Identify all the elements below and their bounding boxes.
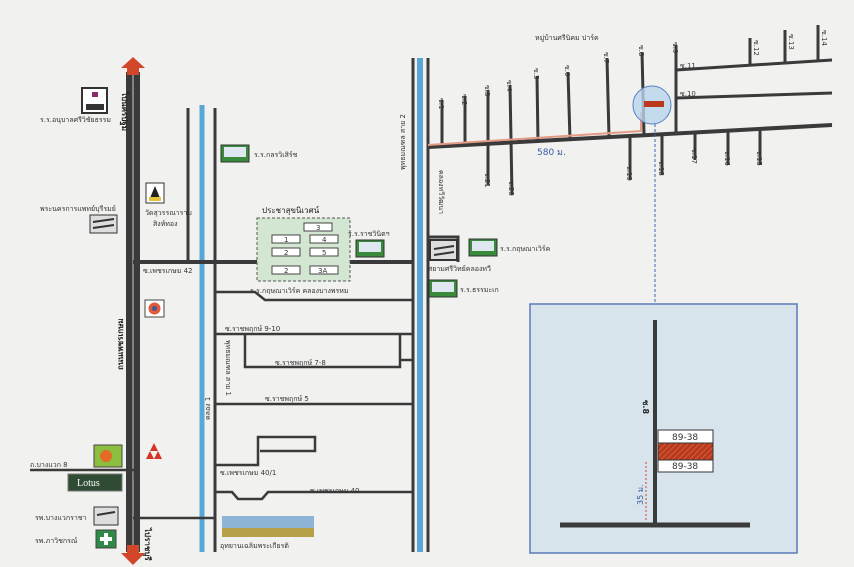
block-number: 3 [316, 224, 320, 232]
soi-label: ซ.4 [505, 80, 513, 92]
soi-11-label: ซ.11 [680, 62, 696, 70]
canal-1-label: คลอง 1 [204, 397, 212, 420]
soi-label: ซ.8 [637, 45, 645, 56]
bank-logo-icon [144, 299, 165, 318]
school-kasem-icon [220, 144, 250, 163]
inset-soi-label: ซ.8 [641, 400, 650, 414]
south-arrow-icon [121, 545, 145, 565]
school-right2-label: ร.ร.ธรรมะเก [460, 286, 499, 294]
bangkok-hospital-label: รพ.บางแวกราชา [35, 514, 87, 522]
south-direction-label: ไปราชบุรี [142, 527, 153, 561]
hospital-right-label: สยามศรีวิทย์คลองทวี [428, 265, 491, 273]
shell-logo-icon [93, 444, 123, 468]
soi-label: ซ.6 [563, 65, 571, 77]
soi-label: ซ.2 [460, 94, 468, 105]
road-school-label: ร.ร.กฤษณาเวิร์ค คลองบางพรหม [250, 287, 348, 295]
soi-label: ซ.19 [625, 165, 633, 181]
soi-label: ซ.9 [671, 42, 679, 53]
canal-2-label: คลองทวีวัฒนา [437, 170, 445, 214]
soi-5-label: ซ.ราชพฤกษ์ 5 [265, 395, 309, 403]
school-right-icon [468, 238, 498, 257]
soi-label: ซ.14 [820, 30, 828, 46]
hospital-building-label: พระนครการแพทย์บุรีรมย์ [40, 205, 116, 213]
soi-label: ซ.7 [602, 52, 610, 63]
soi-label: ซ.1 [437, 98, 445, 109]
soi-label: ซ.5 [532, 68, 540, 79]
school-rajvinit-icon [355, 239, 385, 258]
main-road-label: ถนนเพชรเกษม [116, 318, 125, 370]
block-number: 3A [318, 267, 327, 275]
plot-selected [657, 442, 714, 461]
block-number: 5 [322, 249, 326, 257]
soi-label: ซ.13 [787, 34, 795, 50]
village-name-label: หมู่บ้านศรีนิคม ปาร์ค [535, 34, 599, 42]
temple-label-line2: สิงห์ทอง [153, 220, 178, 228]
inset-detail-map: ซ.8 89-38 89-38 35 ม. [529, 303, 798, 554]
soi-label: ซ.15 [755, 150, 763, 166]
lotus-label: Lotus [77, 478, 100, 489]
soi-label: ซ.16 [723, 150, 731, 166]
soi-label: ซ.17 [690, 148, 698, 164]
temple-icon [145, 182, 165, 204]
clinic-cross-icon [95, 529, 117, 549]
village-complex-label: ประชาสุขนิเวศน์ [262, 205, 320, 215]
mitsubishi-logo-icon [146, 443, 162, 459]
soi-label: ซ.20 [507, 180, 515, 196]
soi-40-1-label: ซ.เพชรเกษม 40/1 [220, 469, 276, 477]
block-number: 2 [284, 267, 288, 275]
school-right-label: ร.ร.กฤษณาเวิร์ค [500, 245, 551, 253]
plot-bottom [657, 459, 714, 473]
block-number: 1 [284, 236, 288, 244]
soi-40-label: ซ.เพชรเกษม 40 [310, 487, 360, 495]
school-top-icon [81, 87, 108, 114]
soi-label: ซ.21 [483, 172, 491, 188]
soi-label: ซ.18 [657, 160, 665, 176]
lotus-logo-icon [67, 473, 123, 492]
plot-top-label: 89-38 [672, 433, 698, 443]
village-complex: 3 1 4 2 5 2 3A [256, 217, 351, 282]
soi-42-label: ซ.เพชรเกษม 42 [143, 267, 193, 275]
block-number: 2 [284, 249, 288, 257]
temple-label: วัดสุวรรณาราม [145, 209, 192, 217]
road-sai2-label: พุทธมณฑล สาย 2 [399, 114, 407, 170]
building-icon [89, 214, 118, 234]
school-rajvinit-label: ร.ร.ราชวินิตฯ [348, 230, 390, 238]
north-arrow-icon [121, 57, 145, 75]
soi-labels-up: ซ.1 ซ.2 ซ.3 ซ.4 ซ.5 ซ.6 ซ.7 ซ.8 ซ.9 [437, 42, 679, 109]
soi-label: ซ.3 [483, 85, 491, 96]
hospital-right-icon [429, 239, 458, 261]
soi-7-8-label: ซ.ราชพฤกษ์ 7-8 [275, 359, 326, 367]
bangkok-hospital-icon [93, 506, 119, 526]
soi-labels-down: ซ.21 ซ.20 ซ.19 ซ.18 ซ.17 ซ.16 ซ.15 [483, 148, 763, 196]
block-number: 4 [322, 236, 327, 244]
palace-photo [222, 516, 314, 537]
soi-label: ซ.12 [752, 40, 760, 56]
school-kasem-label: ร.ร.กลรวิเสิร์ช [254, 151, 298, 159]
school-right2-icon [428, 279, 458, 298]
school-top-label: ร.ร.อนุบาลศรีวิชัยธรรม [40, 116, 111, 124]
road-sai1-label: พุทธมณฑล สาย 1 [224, 340, 232, 396]
soi-10-label: ซ.10 [680, 90, 696, 98]
plot-marker [644, 101, 664, 107]
distance-label: 580 ม. [537, 148, 566, 158]
palace-label: อุทยานเฉลิมพระเกียรติ [220, 542, 289, 550]
inset-distance-label: 35 ม. [636, 484, 645, 505]
soi-9-10-label: ซ.ราชพฤกษ์ 9-10 [225, 325, 280, 333]
soi-8-label: ถ.บางแวก 8 [30, 461, 68, 469]
clinic-label: รพ.ภาวิชกรณ์ [35, 537, 78, 545]
plot-bottom-label: 89-38 [672, 462, 698, 472]
north-direction-label: ไปนครปฐม [119, 91, 130, 131]
